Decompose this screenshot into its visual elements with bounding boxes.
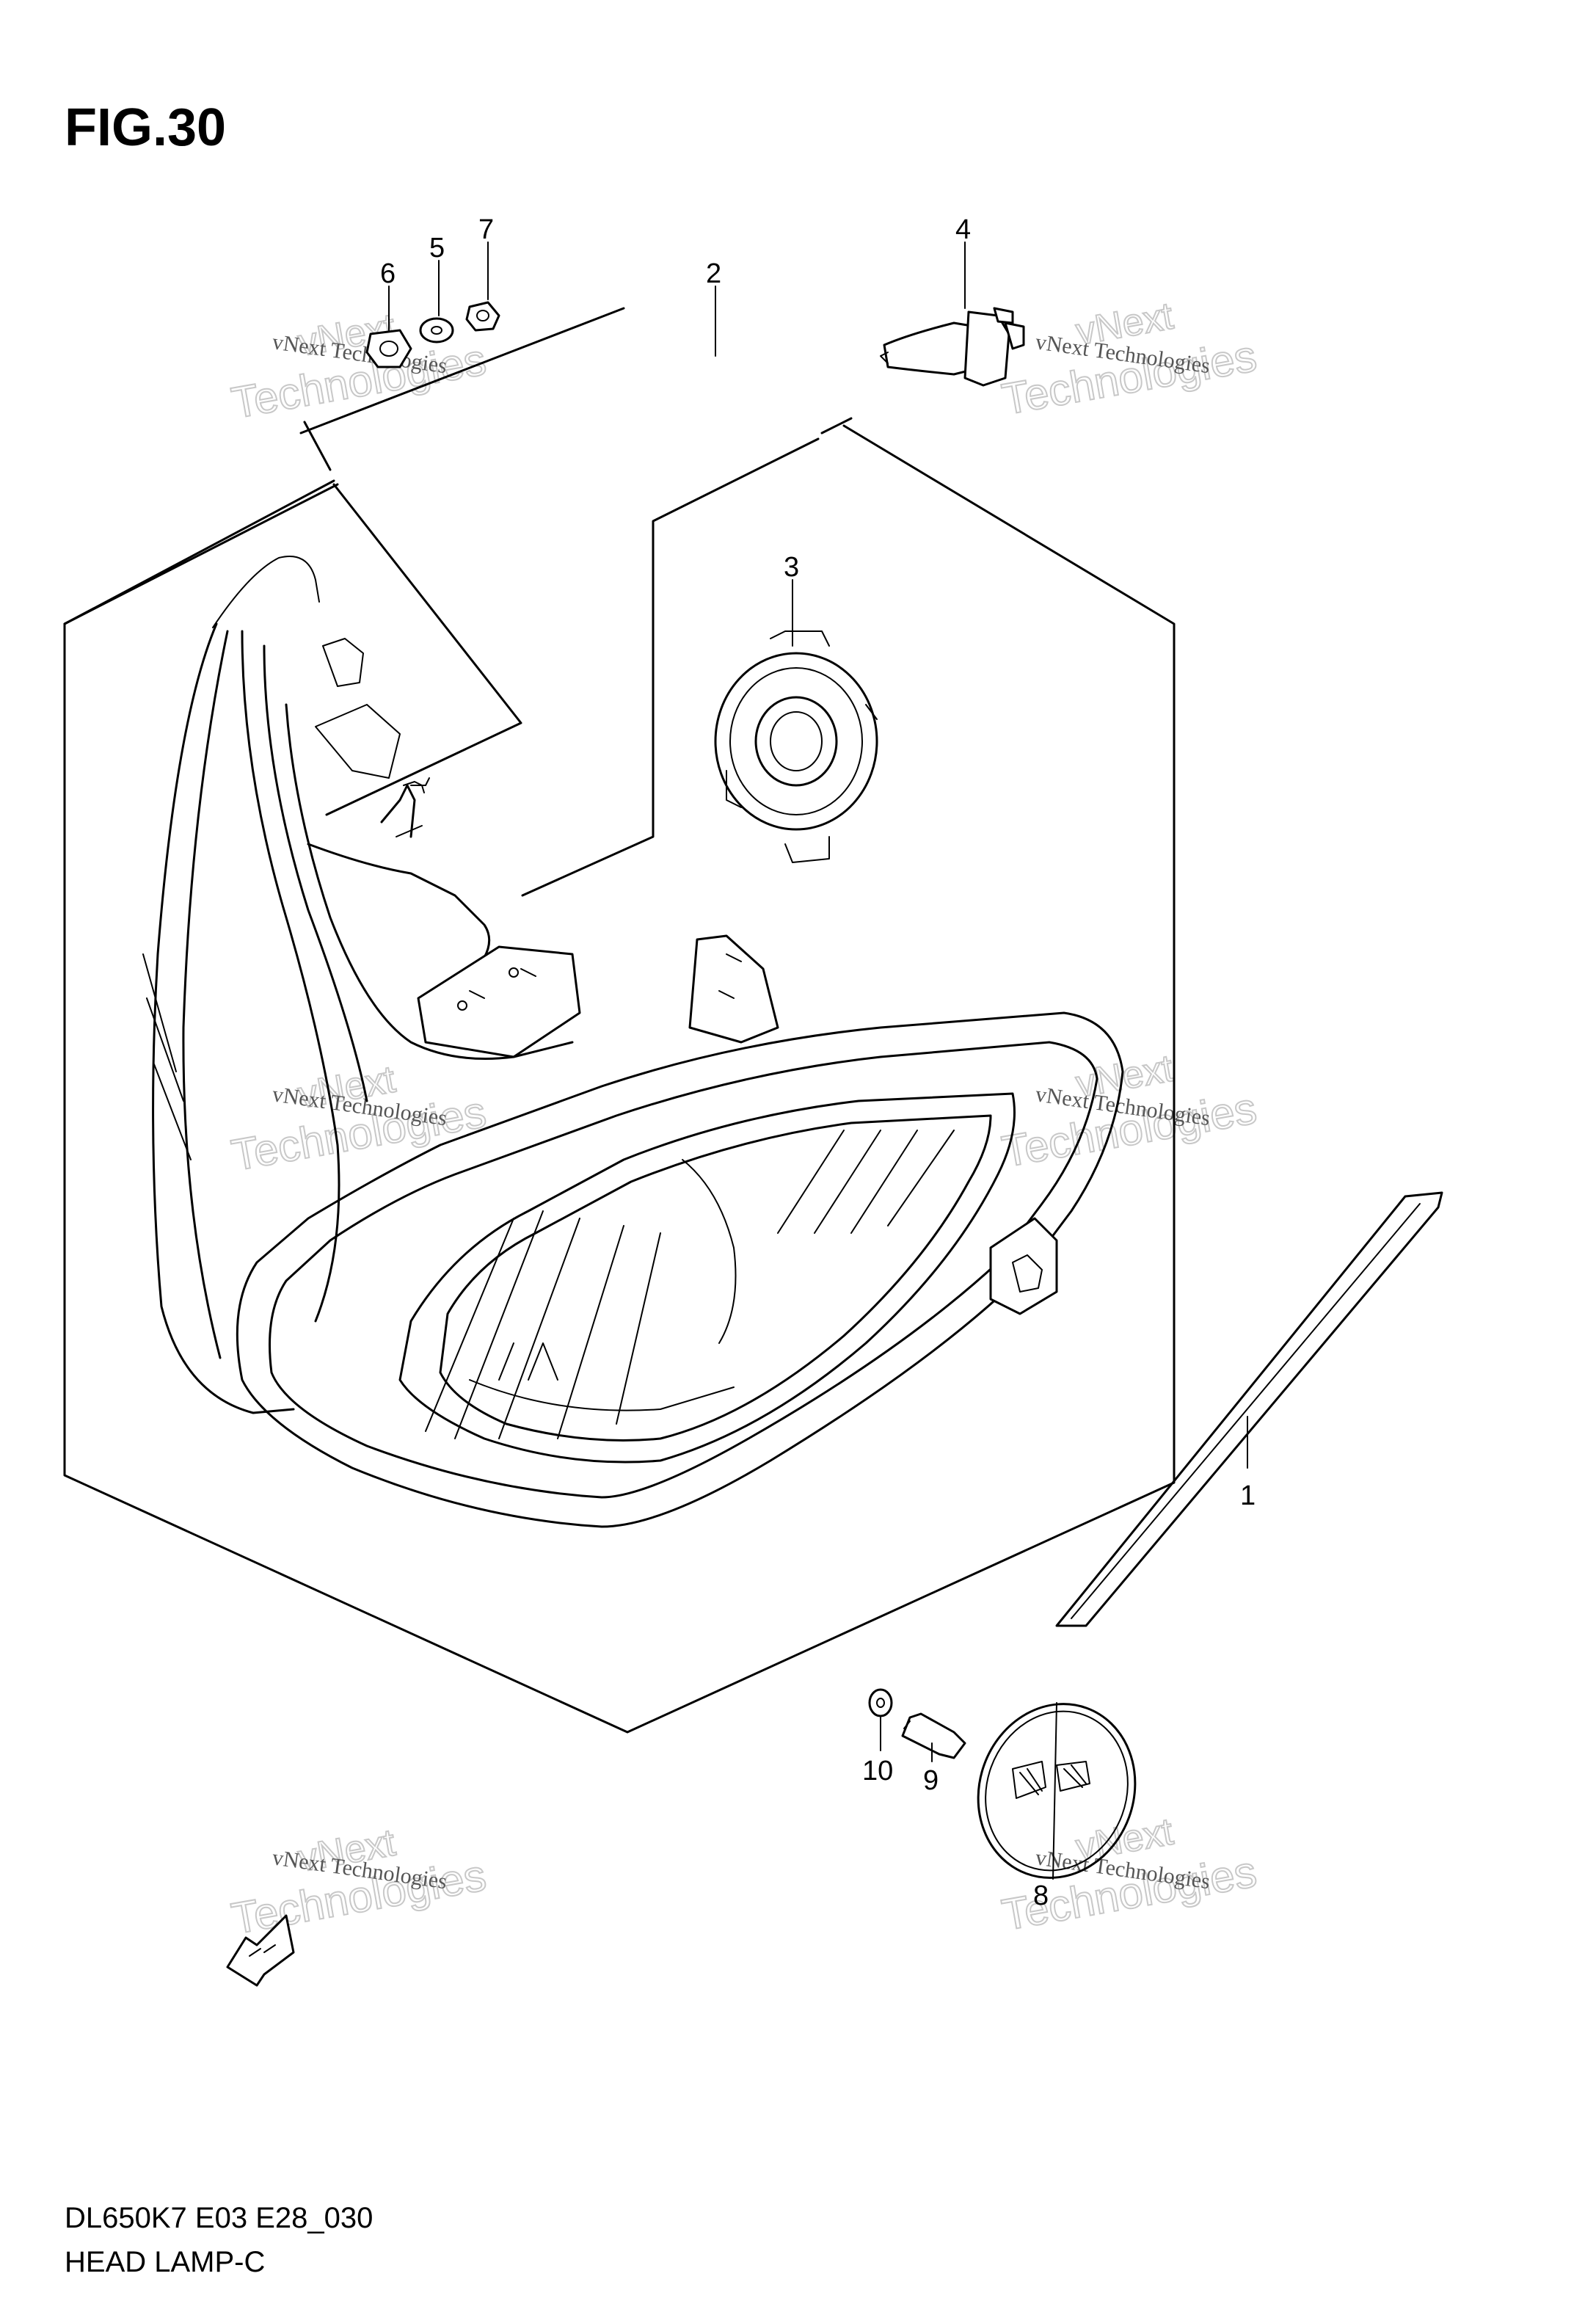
- headlamp-housing: [142, 556, 1124, 1528]
- callout-3: 3: [784, 552, 799, 583]
- callout-9: 9: [923, 1765, 939, 1796]
- part-9-spacer: [901, 1712, 966, 1759]
- watermark-6: vNext Technologies vNext Technologies: [998, 1810, 1261, 1941]
- headlamp-bulb: [880, 307, 1025, 387]
- callout-2: 2: [706, 258, 721, 289]
- callout-1: 1: [1240, 1480, 1256, 1511]
- callout-labels: 1 2 3 4 5 6 7 8 9 10: [380, 214, 1256, 1911]
- callout-5: 5: [429, 233, 445, 263]
- callout-10: 10: [862, 1756, 893, 1786]
- watermark-5: vNext Technologies vNext Technologies: [227, 1821, 491, 1944]
- trim-strip: [1055, 1191, 1443, 1627]
- fastener-set: [365, 301, 500, 368]
- callout-4: 4: [955, 214, 971, 245]
- hexagon-top-left-edge: [63, 479, 335, 625]
- watermark-1: vNext Technologies vNext Technologies: [227, 305, 491, 429]
- front-arrow-icon: [226, 1914, 295, 1987]
- watermark-group: vNext Technologies vNext Technologies vN…: [227, 294, 1261, 1944]
- part-5-washer: [419, 317, 454, 343]
- reflector-assembly: [868, 1688, 1137, 1880]
- figure-title: FIG.30: [65, 98, 226, 157]
- leader-lines: [388, 241, 1248, 1762]
- callout-6: 6: [380, 258, 396, 289]
- watermark-4: vNext Technologies vNext Technologies: [998, 1047, 1261, 1177]
- group-bracket-right: [521, 437, 820, 897]
- group-bracket-left: [303, 421, 522, 816]
- part-7-nut: [465, 301, 500, 332]
- figure-code: DL650K7 E03 E28_030: [65, 2202, 373, 2234]
- part-10-washer: [868, 1688, 893, 1717]
- part-8-reflector: [977, 1702, 1137, 1880]
- socket-cover: [714, 630, 878, 863]
- figure-name: HEAD LAMP-C: [65, 2246, 265, 2278]
- assembly-boundary: [63, 307, 1176, 1734]
- part-6-nut: [365, 329, 412, 368]
- watermark-3: vNext Technologies vNext Technologies: [227, 1058, 491, 1181]
- watermark-2: vNext Technologies vNext Technologies: [998, 294, 1261, 425]
- callout-7: 7: [478, 214, 494, 245]
- callout-8: 8: [1033, 1880, 1049, 1911]
